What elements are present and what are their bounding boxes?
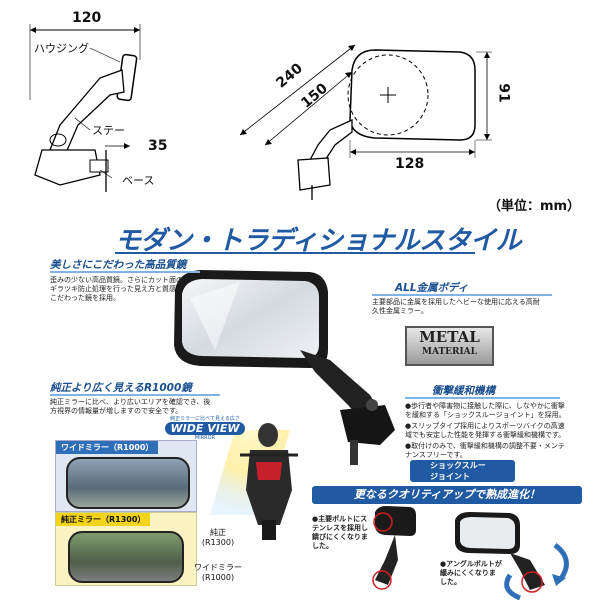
quality-body: 歪みの少ない高品質鏡。さらにカット面のギラツキ防止処理を行った見え方と質感にこだ… — [50, 276, 183, 302]
shock-joint-logo: ショックスルー ジョイント — [410, 460, 515, 482]
stock-mirror-compare-panel: 純正ミラー（R1300） — [55, 512, 197, 586]
metal-body: 主要部品に金属を採用したヘビーな使用に応える高耐久性金属ミラー。 — [372, 298, 540, 315]
shock-underline — [405, 397, 560, 399]
metal-badge-line2: MATERIAL — [421, 347, 477, 357]
wide-caption-2: (R1000) — [201, 573, 235, 582]
stock-caption: 純正 (R1300) — [200, 527, 236, 547]
housing-label: ハウジング — [34, 42, 89, 55]
metal-heading: ALL金属ボディ — [395, 282, 469, 294]
quality-heading: 美しさにこだわった高品質鏡 — [50, 259, 187, 271]
wide-mirror-tag: ワイドミラー（R1000） — [56, 441, 159, 454]
wide-view-logo: 純正ミラーに比べて見える広さ WIDE VIEW MIRROR — [165, 415, 245, 443]
wide-caption-1: ワイドミラー — [194, 563, 242, 572]
quality-underline — [50, 271, 200, 273]
wide-underline — [50, 394, 220, 396]
stock-caption-1: 純正 — [210, 528, 226, 537]
evolution-banner: 更なるクオリティアップで熟成進化！ — [312, 486, 582, 504]
stock-mirror-tag: 純正ミラー（R1300） — [56, 513, 151, 526]
shock-bullet-2: ●スリップタイプ採用によりスポーツバイクの高速域でも安定した性能を発揮する衝撃緩… — [405, 422, 566, 439]
shock-bullet-1: ●歩行者や障害物に接触した際に、しなやかに衝撃を緩和する「ショックスルージョイン… — [405, 402, 566, 419]
stock-caption-2: (R1300) — [201, 538, 235, 547]
main-title: モダン・トラディショナルスタイル — [115, 226, 522, 256]
dim-128: 128 — [395, 156, 425, 172]
base-label: ベース — [122, 174, 155, 187]
shock-bullet-3: ●取付けのみで、衝撃緩和機構の調整不要・メンテナンスフリーです。 — [405, 442, 565, 459]
shock-logo-line1: ショックスルー — [430, 461, 486, 470]
wide-logo-top: 純正ミラーに比べて見える広さ — [170, 416, 240, 422]
metal-badge-line1: METAL — [419, 328, 480, 346]
shock-heading: 衝撃緩和機構 — [432, 385, 495, 397]
title-underline — [115, 252, 475, 254]
shock-logo-line2: ジョイント — [430, 472, 470, 481]
note-angle: ●アングルボルトが緩みにくくなりました。 — [440, 560, 502, 586]
metal-underline — [372, 294, 552, 296]
wide-body: 純正ミラーに比べ、より広いエリアを確認でき、後方視界の情報量が増しますので安全で… — [50, 398, 211, 415]
wide-mirror-compare-panel: ワイドミラー（R1000） — [55, 440, 197, 512]
dim-35: 35 — [148, 138, 168, 154]
wide-heading: 純正より広く見えるR1000鏡 — [50, 382, 192, 394]
note-bolt: ●主要ボルトにステンレスを採用し錆びにくくなりました。 — [312, 515, 368, 550]
wide-mirror-view — [66, 457, 190, 509]
stay-label: ステー — [92, 124, 125, 137]
stock-mirror-view — [68, 531, 184, 583]
dim-width-120: 120 — [72, 10, 102, 26]
metal-material-badge: METAL MATERIAL — [405, 326, 494, 366]
wide-logo-main: WIDE VIEW — [165, 422, 245, 435]
wide-logo-sub: MIRROR — [194, 435, 216, 441]
wide-caption: ワイドミラー (R1000) — [190, 562, 246, 582]
unit-label: （単位：mm） — [488, 199, 581, 214]
